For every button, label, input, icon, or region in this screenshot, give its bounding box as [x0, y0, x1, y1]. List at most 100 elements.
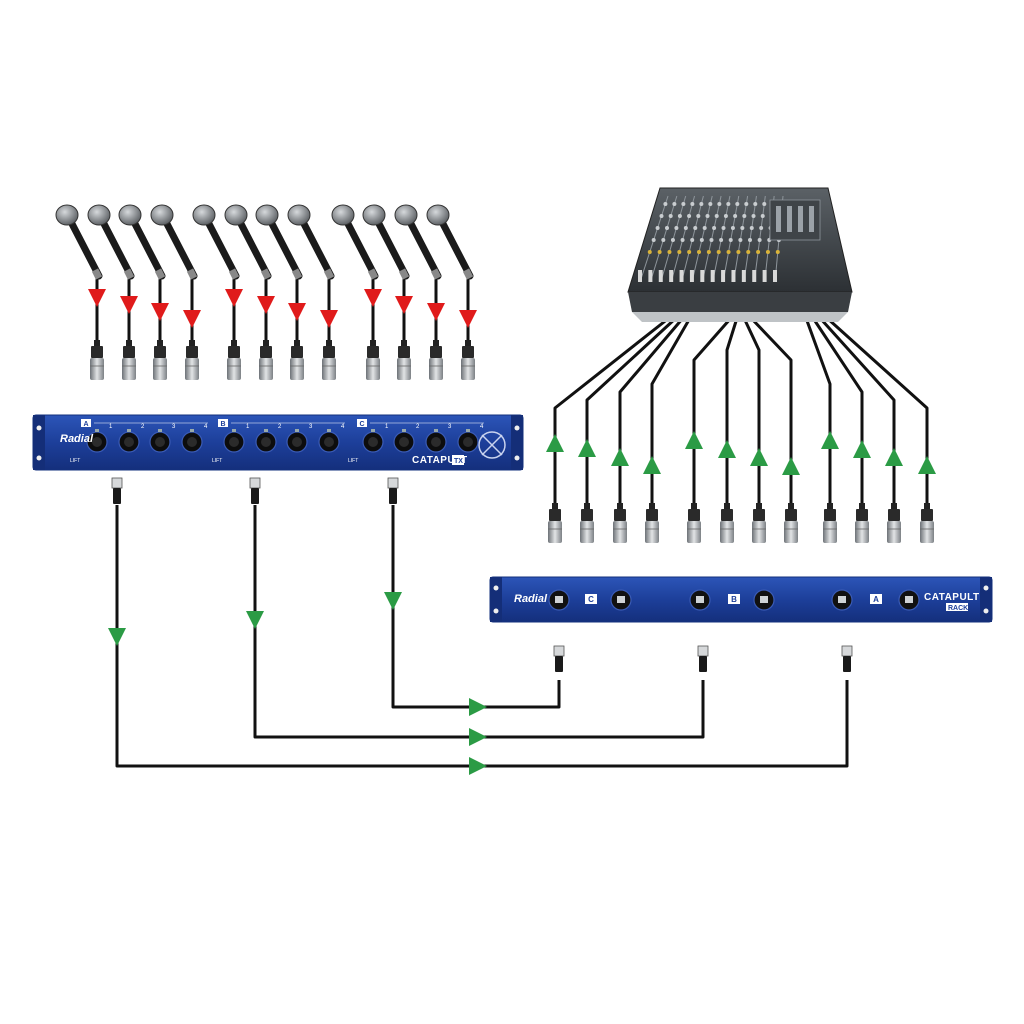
- ethercon-port: [760, 596, 768, 603]
- input-arrow: [225, 289, 243, 307]
- mixer-knob: [765, 250, 770, 254]
- return-arrow: [918, 456, 936, 474]
- ethercon-jack-icon: [689, 589, 711, 611]
- xlr-boot: [326, 340, 332, 346]
- mixer-knob: [699, 238, 704, 242]
- xlr-connector-icon: [645, 503, 659, 543]
- mic-tail: [462, 268, 474, 280]
- mixer-knob: [659, 214, 664, 218]
- mixer-knob: [762, 202, 767, 206]
- receiver-letter: C: [588, 595, 594, 604]
- mixer-fader: [741, 270, 746, 282]
- mixer-knob: [736, 250, 741, 254]
- ethercon-jack-icon: [831, 589, 853, 611]
- xlr-body: [122, 358, 136, 380]
- mixer-knob: [712, 226, 717, 230]
- snake-cable: [115, 505, 849, 768]
- return-arrow: [578, 439, 596, 457]
- ethercon-port: [838, 596, 846, 603]
- xlr-grip: [721, 509, 733, 521]
- microphone-icon: [55, 204, 103, 280]
- channel-number: 1: [109, 424, 113, 430]
- mixer-knob: [756, 250, 761, 254]
- mixer-knob: [647, 250, 652, 254]
- mixer-knob: [721, 226, 726, 230]
- xlr-jack-icon: [393, 429, 415, 453]
- input-arrow: [120, 296, 138, 314]
- input-arrow: [151, 303, 169, 321]
- xlr-grip: [856, 509, 868, 521]
- mic-handle: [128, 214, 166, 280]
- xlr-grip: [646, 509, 658, 521]
- stage-box-lift-label-c: LIFT: [348, 458, 358, 464]
- mixer-knob: [687, 214, 692, 218]
- mic-grille: [87, 204, 111, 226]
- mixer-knob: [696, 214, 701, 218]
- xlr-jack-icon: [181, 429, 203, 453]
- xlr-jack-icon: [425, 429, 447, 453]
- xlr-boot: [465, 340, 471, 346]
- mixer-fader: [689, 270, 694, 282]
- xlr-connector-icon: [461, 340, 475, 380]
- xlr-connector-icon: [752, 503, 766, 543]
- mic-grille: [150, 204, 174, 226]
- xlr-boot: [157, 340, 163, 346]
- rj45-plug: [249, 477, 261, 489]
- xlr-grip: [753, 509, 765, 521]
- jack-insert: [187, 437, 197, 447]
- rack-screw: [983, 608, 989, 614]
- mic-handle: [436, 214, 474, 280]
- jack-latch: [466, 429, 470, 432]
- stage-box-tag-bg: [452, 455, 464, 465]
- mic-grille: [426, 204, 450, 226]
- mixer-knob: [735, 202, 740, 206]
- rj45-plug: [387, 477, 399, 489]
- mic-grille: [192, 204, 216, 226]
- microphone-icon: [224, 204, 272, 280]
- device-layer: [32, 187, 993, 672]
- xlr-boot: [691, 503, 697, 509]
- xlr-boot: [859, 503, 865, 509]
- snake-arrow: [384, 592, 402, 610]
- xlr-grip: [323, 346, 335, 358]
- ethercon-jack-icon: [753, 589, 775, 611]
- stage-box-brand: Radial: [60, 433, 94, 445]
- xlr-boot: [189, 340, 195, 346]
- xlr-boot: [433, 340, 439, 346]
- microphone-icon: [150, 204, 198, 280]
- mic-grille: [287, 204, 311, 226]
- xlr-connector-icon: [397, 340, 411, 380]
- group-letter-box: [81, 419, 91, 427]
- channel-number: 3: [172, 424, 176, 430]
- mixer-knob: [687, 250, 692, 254]
- xlr-body: [855, 521, 869, 543]
- xlr-body: [548, 521, 562, 543]
- receiver-model-tag: RACK: [948, 605, 968, 612]
- arrow-layer: [88, 289, 936, 775]
- rj45-boot: [843, 656, 851, 672]
- mic-handle: [372, 214, 410, 280]
- xlr-boot: [401, 340, 407, 346]
- mixer-knob: [680, 238, 685, 242]
- ethercon-jack-icon: [898, 589, 920, 611]
- fan-ring: [478, 431, 506, 459]
- stage-box-lift-label-a: LIFT: [70, 458, 80, 464]
- jack-insert: [229, 437, 239, 447]
- mixer-fader: [679, 270, 684, 282]
- return-arrow: [750, 448, 768, 466]
- ethercon-port: [905, 596, 913, 603]
- input-arrow: [288, 303, 306, 321]
- mixer-knob: [740, 226, 745, 230]
- channel-number: 4: [204, 424, 208, 430]
- xlr-boot: [94, 340, 100, 346]
- group-letter-box: [357, 419, 367, 427]
- stage-box-lift-label-b: LIFT: [212, 458, 222, 464]
- mic-tail: [228, 268, 240, 280]
- return-arrow: [546, 434, 564, 452]
- group-letter: A: [83, 421, 88, 428]
- input-arrow: [395, 296, 413, 314]
- mixer-knob: [714, 214, 719, 218]
- mixer-master-fader: [809, 206, 814, 232]
- rj45-plug: [697, 645, 709, 657]
- mixer-knob: [742, 214, 747, 218]
